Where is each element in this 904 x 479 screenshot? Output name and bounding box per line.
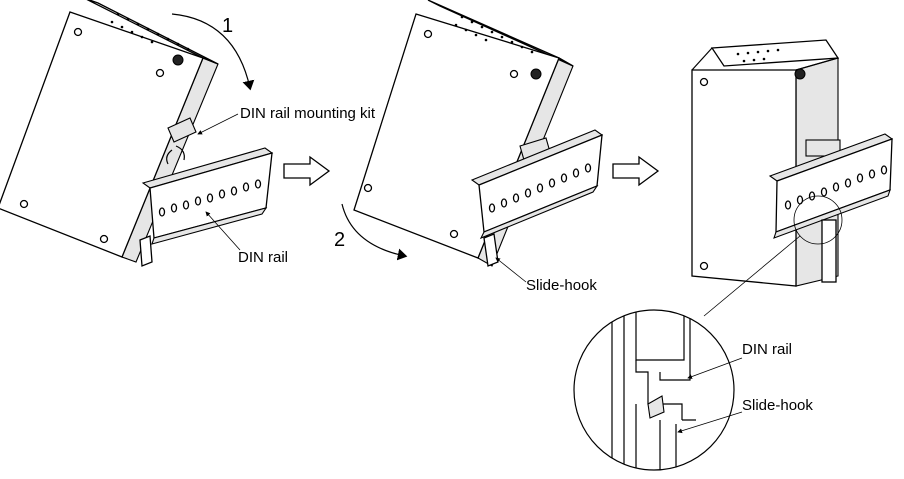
ground-screw-icon (172, 54, 184, 66)
device-front-face (691, 69, 797, 287)
label-slide-hook-step2: Slide-hook (526, 277, 597, 294)
vent-holes (110, 12, 190, 51)
screw-icon (73, 27, 83, 37)
step2-device-group: 2 Slide-hook (334, 0, 604, 294)
curved-arrow-icon (341, 203, 408, 261)
step3-device-group (691, 39, 894, 317)
device-front-face (0, 11, 204, 258)
din-rail-bottom-lip (773, 189, 891, 239)
callout-leader (197, 113, 239, 135)
detail-view: DIN rail Slide-hook (573, 309, 813, 471)
arrow-right-icon (283, 155, 331, 187)
mounting-kit-clip (166, 145, 185, 165)
callout-leader (677, 411, 743, 434)
slide-hook (821, 219, 837, 283)
screw-icon (699, 77, 709, 87)
detail-circle (573, 309, 735, 471)
screw-icon (423, 29, 433, 39)
screw-icon (99, 234, 109, 244)
label-detail-slide-hook: Slide-hook (742, 397, 813, 414)
detail-leader (703, 235, 801, 317)
screw-icon (363, 183, 373, 193)
screw-icon (19, 199, 29, 209)
ground-screw-icon (530, 68, 542, 80)
din-rail-bottom-lip (151, 207, 268, 245)
step-number-2: 2 (334, 229, 345, 251)
callout-leader (205, 211, 241, 251)
din-rail-slots (158, 179, 262, 217)
step-number-1: 1 (222, 15, 233, 37)
screw-icon (155, 68, 165, 78)
din-rail-slots (488, 163, 592, 213)
label-din-rail-mounting-kit: DIN rail mounting kit (240, 105, 376, 122)
device-top-face (710, 39, 840, 67)
device-edge (795, 57, 839, 71)
ground-screw-icon (794, 68, 806, 80)
callout-leader (495, 257, 527, 283)
screw-icon (509, 69, 519, 79)
label-din-rail-step1: DIN rail (238, 249, 288, 266)
step1-device-group: 1 DIN rail mounting kit DIN rail (0, 0, 376, 267)
label-detail-din-rail: DIN rail (742, 341, 792, 358)
callout-leader (687, 357, 743, 379)
magnifier-circle-icon (793, 195, 843, 245)
vent-holes (736, 48, 780, 63)
screw-icon (699, 261, 709, 271)
vent-holes (454, 15, 534, 54)
device-edge (691, 47, 713, 71)
screw-icon (449, 229, 459, 239)
din-rail-bottom-lip (479, 184, 599, 240)
mounting-kit-bracket (805, 139, 841, 157)
device-front-face (353, 13, 560, 259)
slide-hook (139, 235, 153, 267)
arrow-right-icon (612, 155, 660, 187)
din-rail-slots (784, 165, 888, 210)
mounting-kit-bracket (167, 117, 197, 143)
curved-arrow-icon (171, 13, 255, 91)
